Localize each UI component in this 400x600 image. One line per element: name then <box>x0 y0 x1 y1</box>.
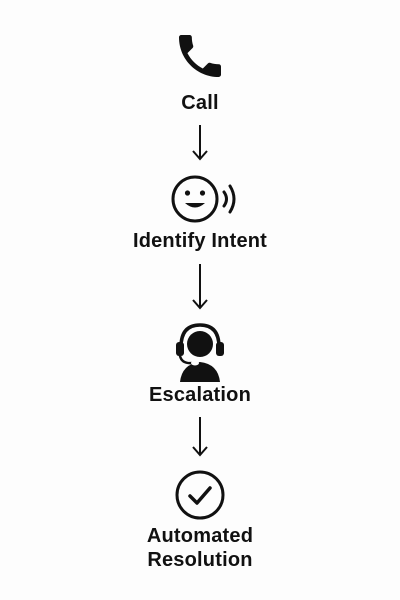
step-label-line: Automated <box>146 525 254 547</box>
arrow-down-icon <box>192 125 208 161</box>
step-label-identify-intent: Identify Intent <box>132 230 268 252</box>
arrow-down-icon <box>192 264 208 310</box>
step-label-automated-resolution: Automated Resolution <box>0 524 400 572</box>
step-label-call: Call <box>181 92 219 114</box>
arrow-down-icon <box>192 417 208 457</box>
phone-icon <box>179 35 221 77</box>
smiling-voice-icon <box>171 175 236 223</box>
headset-agent-icon <box>176 323 224 382</box>
step-label-line: Resolution <box>147 549 253 571</box>
check-circle-icon <box>175 470 225 520</box>
step-label-escalation: Escalation <box>148 384 252 406</box>
